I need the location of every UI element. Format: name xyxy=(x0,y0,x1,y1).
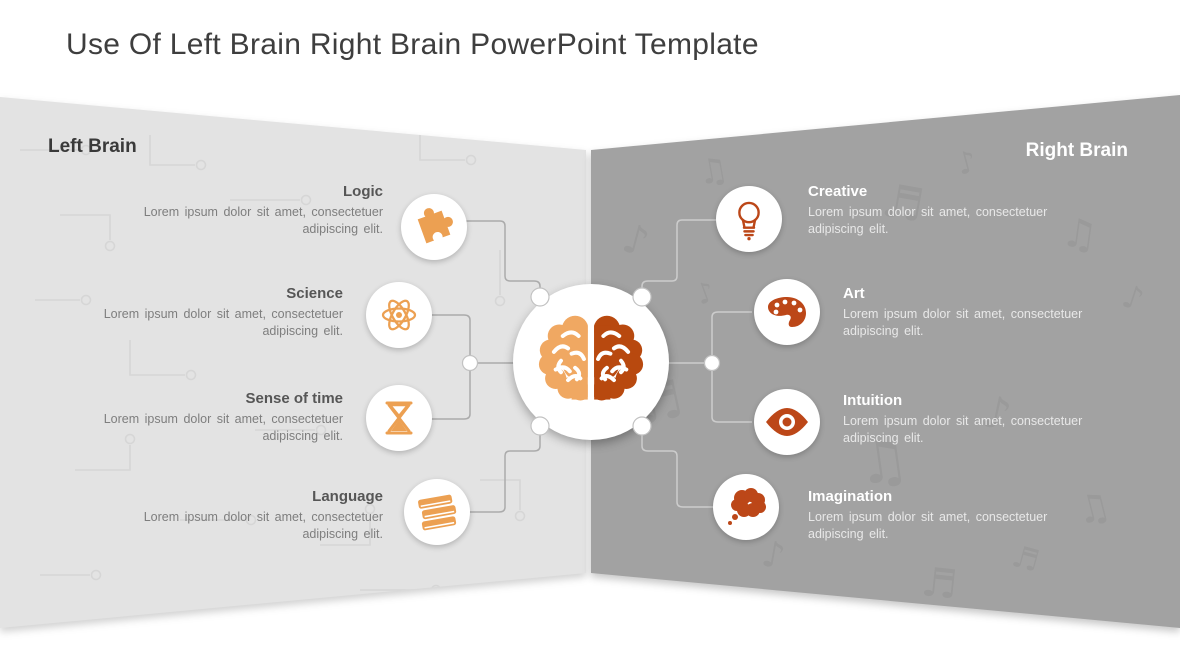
science-icon-circle xyxy=(366,282,432,348)
hourglass-icon xyxy=(385,401,413,435)
eye-icon xyxy=(766,408,808,436)
svg-text:♪: ♪ xyxy=(953,144,981,183)
page-title: Use Of Left Brain Right Brain PowerPoint… xyxy=(66,28,759,61)
item-description: Lorem ipsum dolor sit amet, consectetuer… xyxy=(808,510,1048,541)
language-icon-circle xyxy=(404,479,470,545)
item-label: Science xyxy=(286,285,343,302)
item-label: Creative xyxy=(808,183,868,200)
item-description: Lorem ipsum dolor sit amet, consectetuer… xyxy=(143,510,383,541)
item-label: Language xyxy=(312,488,383,505)
art-icon-circle xyxy=(754,279,820,345)
lightbulb-icon xyxy=(738,201,760,241)
imagination-icon-circle xyxy=(713,474,779,540)
list-item-sense-of-time: Sense of time Lorem ipsum dolor sit amet… xyxy=(88,390,343,444)
svg-text:♫: ♫ xyxy=(1059,209,1101,260)
list-item-art: Art Lorem ipsum dolor sit amet, consecte… xyxy=(843,285,1098,339)
creative-icon-circle xyxy=(716,186,782,252)
item-description: Lorem ipsum dolor sit amet, consectetuer… xyxy=(843,414,1083,445)
svg-text:♪: ♪ xyxy=(758,533,788,577)
left-brain-header: Left Brain xyxy=(48,136,137,157)
palette-icon xyxy=(768,297,806,327)
list-item-imagination: Imagination Lorem ipsum dolor sit amet, … xyxy=(808,488,1063,542)
right-brain-header: Right Brain xyxy=(1025,140,1128,161)
svg-text:♫: ♫ xyxy=(1072,483,1116,534)
logic-icon-circle xyxy=(401,194,467,260)
item-description: Lorem ipsum dolor sit amet, consectetuer… xyxy=(843,307,1083,338)
svg-text:♪: ♪ xyxy=(691,274,719,311)
item-label: Sense of time xyxy=(245,390,343,407)
item-description: Lorem ipsum dolor sit amet, consectetuer… xyxy=(103,307,343,338)
brain-circle xyxy=(513,284,669,440)
svg-text:♬: ♬ xyxy=(1008,539,1043,580)
intuition-icon-circle xyxy=(754,389,820,455)
atom-icon xyxy=(381,299,417,331)
item-description: Lorem ipsum dolor sit amet, consectetuer… xyxy=(143,205,383,236)
svg-text:♬: ♬ xyxy=(878,173,928,233)
item-label: Art xyxy=(843,285,865,302)
svg-text:♪: ♪ xyxy=(1118,276,1149,318)
books-icon xyxy=(418,494,457,531)
thought-cloud-icon xyxy=(728,488,766,525)
list-item-creative: Creative Lorem ipsum dolor sit amet, con… xyxy=(808,183,1063,237)
item-label: Intuition xyxy=(843,392,903,409)
list-item-intuition: Intuition Lorem ipsum dolor sit amet, co… xyxy=(843,392,1098,446)
svg-text:♫: ♫ xyxy=(852,424,913,499)
svg-text:♬: ♬ xyxy=(919,559,959,608)
item-label: Logic xyxy=(343,183,383,200)
brain-icon xyxy=(529,306,653,410)
item-description: Lorem ipsum dolor sit amet, consectetuer… xyxy=(808,205,1048,236)
item-description: Lorem ipsum dolor sit amet, consectetuer… xyxy=(103,412,343,443)
list-item-science: Science Lorem ipsum dolor sit amet, cons… xyxy=(88,285,343,339)
puzzle-icon xyxy=(417,208,453,244)
item-label: Imagination xyxy=(808,488,893,505)
svg-text:♪: ♪ xyxy=(617,215,654,266)
sense-of-time-icon-circle xyxy=(366,385,432,451)
list-item-logic: Logic Lorem ipsum dolor sit amet, consec… xyxy=(128,183,383,237)
list-item-language: Language Lorem ipsum dolor sit amet, con… xyxy=(128,488,383,542)
svg-text:♫: ♫ xyxy=(695,149,732,194)
